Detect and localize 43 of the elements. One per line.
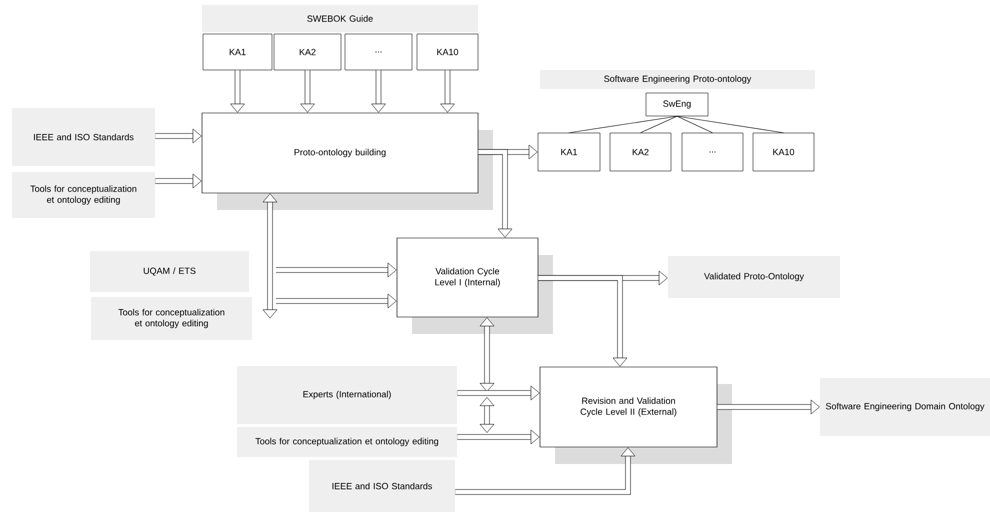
process-box: Proto-ontology building — [202, 112, 493, 210]
block-arrow — [155, 174, 202, 188]
ka-box: ... — [682, 132, 744, 172]
ka-box: ... — [344, 34, 412, 70]
block-arrow — [276, 294, 397, 308]
input-box: IEEE and ISO Standards — [309, 460, 455, 512]
ka-box: KA10 — [752, 132, 814, 172]
heading-band: Software Engineering Proto-ontology — [540, 70, 815, 89]
output-box: Software Engineering Domain Ontology — [820, 378, 990, 436]
block-arrow — [478, 149, 512, 238]
block-arrow — [457, 386, 540, 400]
input-box: Tools for conceptualization et ontology editing — [12, 172, 155, 218]
ka-box: KA1 — [202, 34, 272, 70]
block-arrow — [371, 70, 386, 113]
input-box: IEEE and ISO Standards — [12, 108, 155, 166]
block-arrow — [300, 70, 315, 113]
block-arrow — [276, 262, 397, 278]
process-box: Revision and Validation Cycle Level II (External) — [540, 366, 732, 464]
block-arrow — [457, 430, 540, 444]
ka-box: KA1 — [538, 132, 600, 172]
block-arrow — [717, 400, 820, 414]
tree-line — [568, 116, 678, 134]
input-box: Tools for conceptualization et ontology editing — [237, 427, 457, 457]
block-arrow — [480, 317, 494, 392]
root-box: SwEng — [646, 92, 708, 116]
ka-box: KA10 — [416, 34, 478, 70]
input-box: UQAM / ETS — [90, 251, 249, 292]
tree-line — [676, 116, 713, 134]
input-box: Experts (International) — [237, 366, 457, 424]
ka-box: KA2 — [610, 132, 672, 172]
block-arrow — [538, 275, 628, 367]
tree-line — [640, 116, 678, 134]
block-arrow — [230, 70, 245, 113]
tree-line — [676, 116, 784, 134]
block-arrow — [262, 193, 278, 318]
process-box: Validation Cycle Level I (Internal) — [396, 238, 553, 334]
block-arrow — [155, 128, 202, 144]
ka-box: KA2 — [274, 34, 342, 70]
block-arrow — [455, 447, 636, 495]
input-box: Tools for conceptualization et ontology editing — [91, 297, 252, 340]
block-arrow — [440, 70, 455, 113]
heading-band: SWEBOK Guide — [202, 5, 478, 32]
output-box: Validated Proto-Ontology — [668, 256, 840, 298]
